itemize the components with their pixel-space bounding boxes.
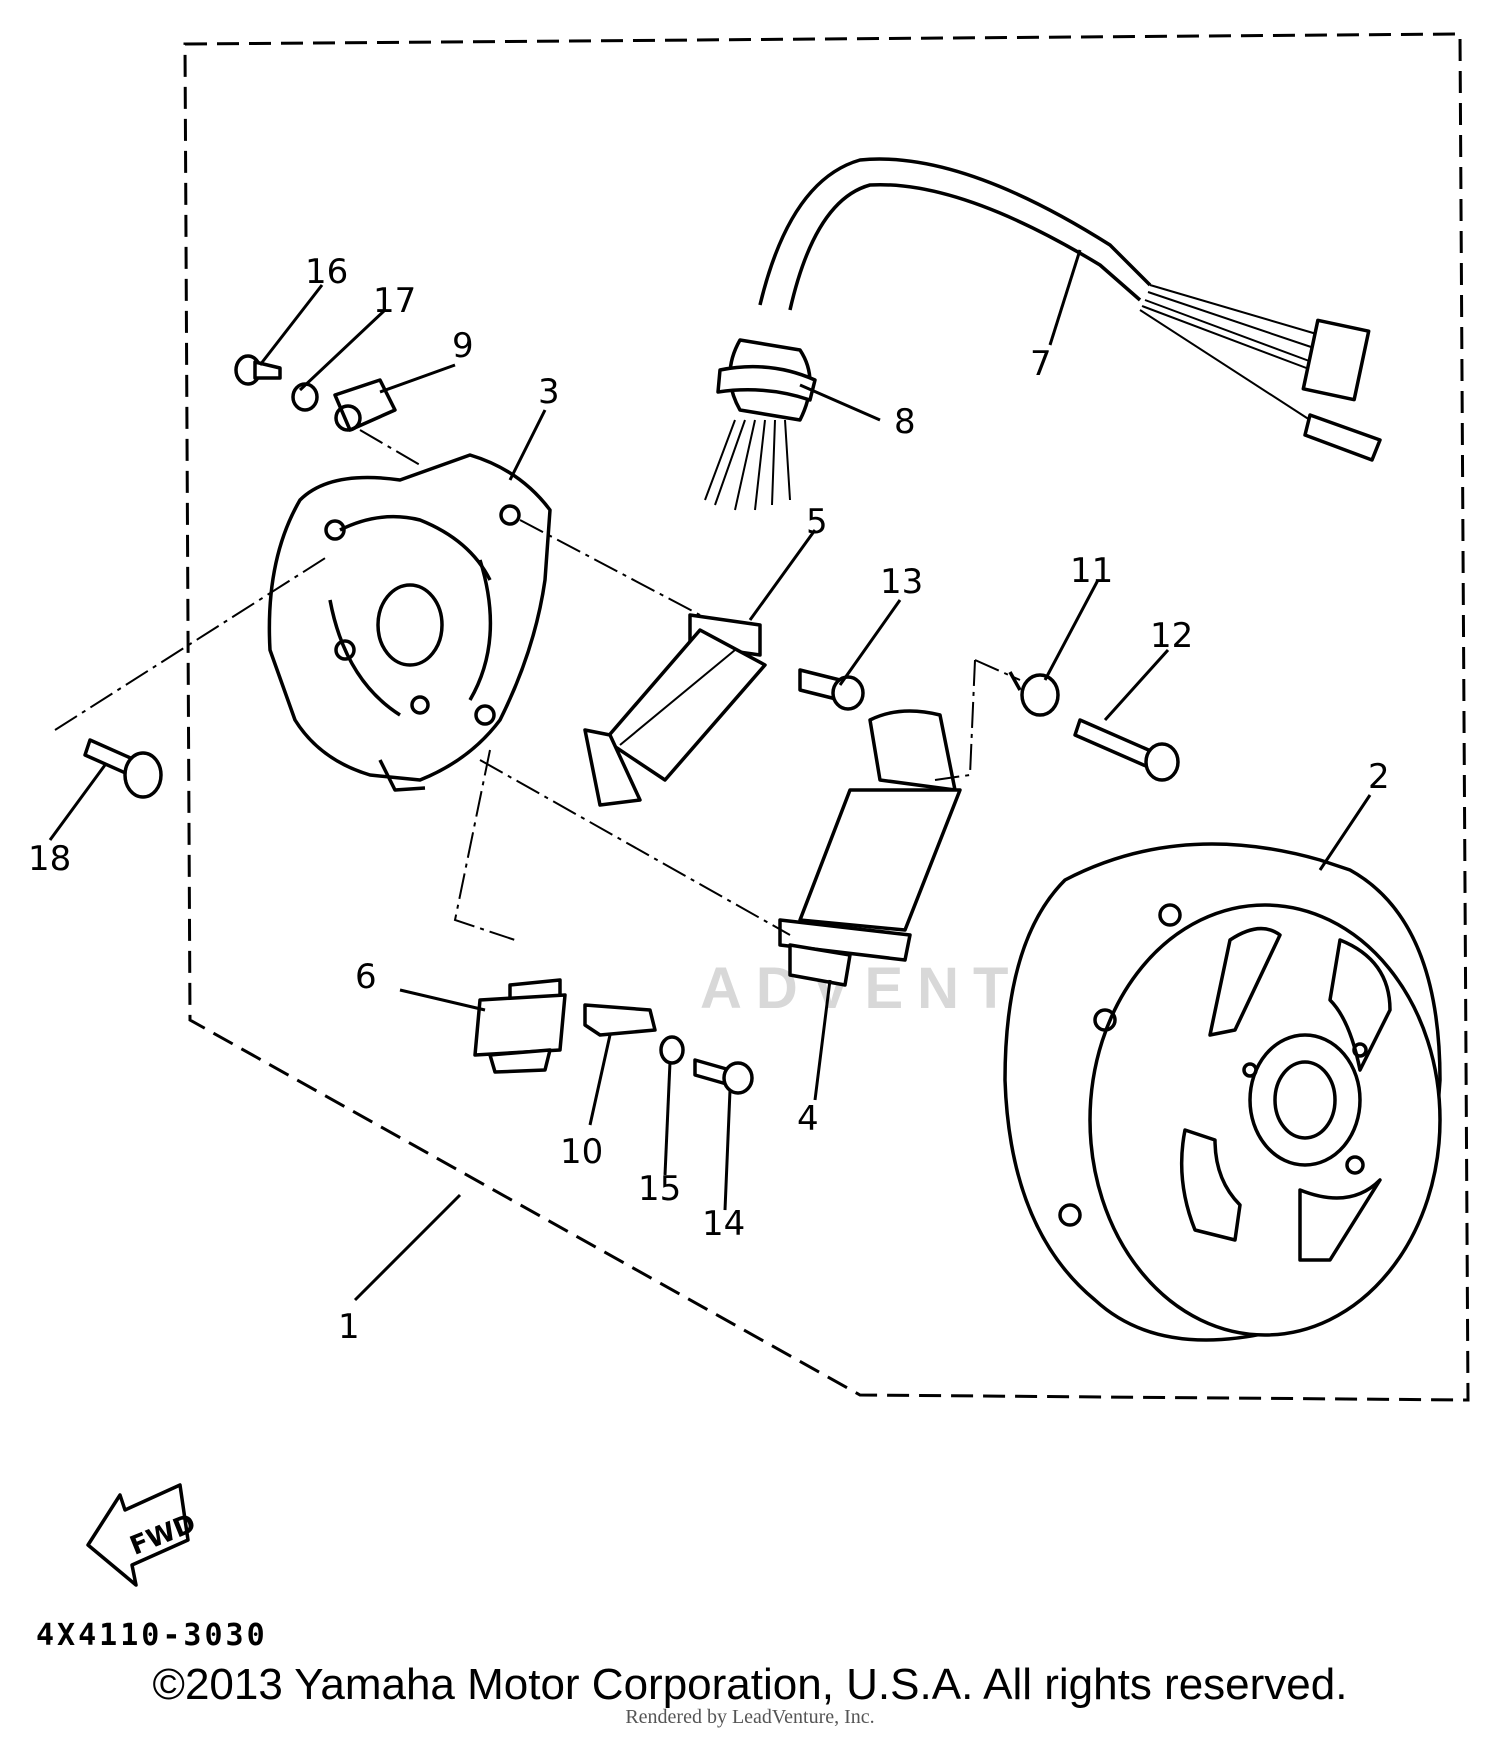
callout-7: 7 [1030,344,1052,384]
source-coil [583,613,767,807]
callout-9: 9 [452,326,474,366]
centerline-stator-source [519,519,701,616]
callout-4: 4 [797,1099,819,1139]
callout-8: 8 [894,402,916,442]
callout-14: 14 [702,1204,745,1244]
stator-base-plate [267,453,552,792]
centerline-holder-top [974,659,1021,681]
fwd-arrow-icon: FWD [86,1483,200,1587]
callout-11: 11 [1070,551,1113,591]
centerline-holder [934,659,976,781]
grommet [704,338,817,511]
charging-coil [778,709,962,987]
callout-1: 1 [338,1307,360,1347]
centerline-pickup [453,749,516,941]
centerline-screw18 [54,554,331,731]
callout-16: 16 [305,252,348,292]
clamp-9 [333,378,397,432]
wire-harness [758,157,1382,462]
pickup-coil [473,978,567,1074]
washer-17 [291,382,319,412]
holder-11 [1008,671,1060,717]
screw-12 [1073,718,1180,782]
callout-5: 5 [806,502,828,542]
diagram-code: 4X4110-3030 [36,1618,268,1653]
centerline-clamp [359,429,421,466]
rendered-by-notice: Rendered by LeadVenture, Inc. [625,1706,875,1728]
callout-18: 18 [28,839,71,879]
callout-6: 6 [355,957,377,997]
copyright-notice: ©2013 Yamaha Motor Corporation, U.S.A. A… [152,1660,1348,1709]
flywheel-rotor [1003,842,1442,1342]
callout-2: 2 [1368,757,1390,797]
screw-16 [234,354,282,386]
bracket [583,1003,657,1037]
callout-labels: 1 2 3 4 5 6 7 8 9 10 11 12 13 14 15 16 1… [28,252,1390,1347]
callout-10: 10 [560,1132,603,1172]
callout-15: 15 [638,1169,681,1209]
callout-3: 3 [538,372,560,412]
centerline-stator-charge [479,759,791,936]
assembly-boundary [183,32,1470,1402]
callout-13: 13 [880,562,923,602]
washer-15 [659,1035,685,1065]
screw-18 [83,738,163,799]
screw-13 [798,668,865,711]
screw-14 [693,1058,754,1095]
leader-lines [48,249,1372,1302]
callout-12: 12 [1150,616,1193,656]
callout-17: 17 [373,281,416,321]
